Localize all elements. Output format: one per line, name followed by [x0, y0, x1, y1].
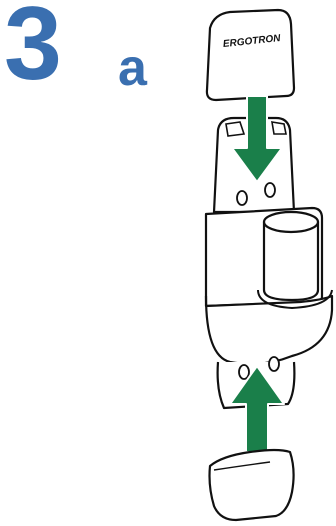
bottom-cap-icon — [210, 450, 294, 520]
top-cap-icon: ERGOTRON — [207, 10, 294, 100]
